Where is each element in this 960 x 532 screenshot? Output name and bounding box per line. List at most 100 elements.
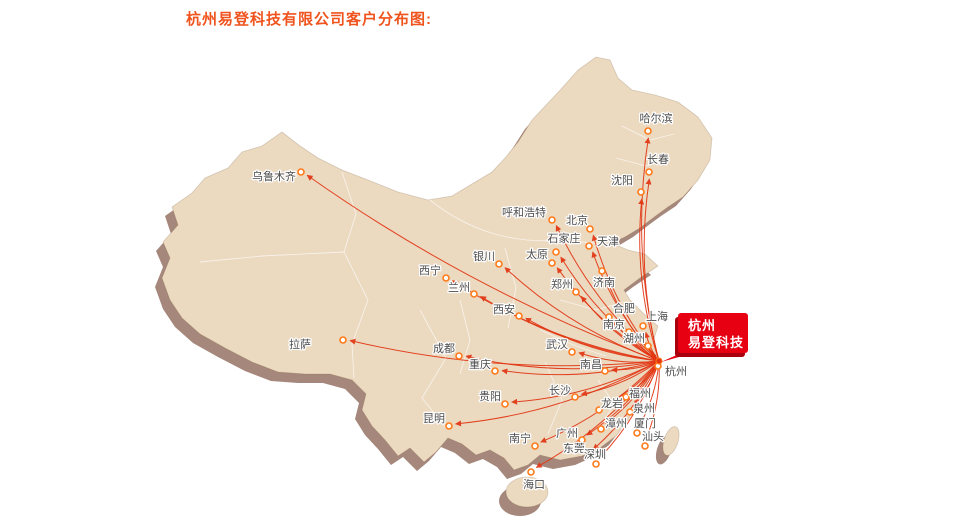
city-label: 南宁 [509,431,531,445]
city-label: 昆明 [423,412,445,425]
city-银川: 银川 [472,248,503,268]
flight-lines-layer [306,137,660,468]
city-marker [552,248,560,256]
city-label: 呼和浩特 [502,205,546,219]
city-label: 杭州 [665,364,687,378]
city-label: 济南 [593,275,615,289]
city-marker [515,312,523,320]
flight-line [465,354,660,370]
flight-line [525,317,660,362]
city-label: 拉萨 [289,337,311,351]
city-label: 南昌 [580,358,602,371]
city-marker [571,393,579,401]
city-福州: 福州 [622,385,652,401]
city-南昌: 南昌 [579,357,609,375]
city-marker [548,259,556,267]
city-marker [527,468,535,476]
city-label: 重庆 [469,357,491,371]
city-深圳: 深圳 [583,447,607,468]
city-南宁: 南宁 [508,430,539,450]
page-title: 杭州易登科技有限公司客户分布图: [186,11,432,28]
city-label: 漳州 [605,416,627,430]
city-上海: 上海 [639,308,669,330]
city-marker [495,260,503,268]
flight-line [586,360,660,436]
flight-line [501,360,660,376]
city-label: 天津 [597,235,619,248]
city-label: 兰州 [448,281,470,294]
city-marker [586,225,594,233]
city-marker [501,400,509,408]
city-marker [626,408,634,416]
city-label: 乌鲁木齐 [252,169,296,183]
city-marker [491,367,499,375]
city-marker [572,288,580,296]
city-marker [445,422,453,430]
city-label: 龙岩 [601,396,623,410]
city-label: 武汉 [546,338,568,351]
city-label: 合肥 [613,301,635,315]
city-拉萨: 拉萨 [288,336,347,352]
city-marker [592,460,600,468]
flight-line [638,198,660,362]
city-label: 厦门 [634,416,656,430]
city-marker [531,442,539,450]
city-长沙: 长沙 [548,383,579,401]
city-label: 广州 [556,427,578,440]
flight-line [599,360,660,459]
city-label: 长春 [647,153,669,166]
flight-line [555,225,660,362]
city-厦门: 厦门 [633,415,657,437]
city-marker [601,367,609,375]
city-哈尔滨: 哈尔滨 [638,110,674,135]
badge-background [678,313,748,353]
city-西宁: 西宁 [418,262,450,282]
china-mainland-shape [161,56,713,471]
hub-marker [655,357,663,365]
city-label: 东莞 [563,442,585,455]
cities-layer: 乌鲁木齐哈尔滨长春沈阳呼和浩特北京天津石家庄太原银川济南郑州西宁兰州西安合肥上海… [251,110,689,493]
city-label: 郑州 [551,277,573,291]
city-北京: 北京 [565,212,594,233]
city-marker [470,290,478,298]
city-石家庄: 石家庄 [546,230,582,256]
company-badge: 杭州 易登科技 [661,313,748,362]
hainan-island [505,476,549,508]
city-label: 海口 [523,477,545,491]
city-label: 汕头 [642,430,664,443]
city-marker [297,168,305,176]
city-长春: 长春 [645,152,670,176]
flight-line [306,174,660,362]
flight-line [578,351,660,363]
city-太原: 太原 [525,247,556,267]
flight-line [643,178,660,362]
flight-line [540,360,660,443]
city-沈阳: 沈阳 [610,172,645,196]
city-marker [645,168,653,176]
city-label: 北京 [566,213,588,227]
flight-line [535,360,660,468]
city-杭州: 杭州 [654,362,688,379]
city-乌鲁木齐: 乌鲁木齐 [251,168,305,184]
city-广州: 广州 [555,426,586,444]
city-marker [633,429,641,437]
city-marker [644,342,652,350]
city-marker [585,242,593,250]
city-label: 沈阳 [611,173,633,187]
city-label: 长沙 [549,384,571,397]
city-呼和浩特: 呼和浩特 [501,204,556,224]
flight-line [504,267,660,362]
city-兰州: 兰州 [447,280,478,298]
city-label: 泉州 [633,401,655,415]
city-label: 银川 [473,249,495,263]
flight-line [455,360,660,427]
city-marker [644,127,652,135]
flight-line [605,360,660,425]
city-marker [598,267,606,275]
city-marker [548,216,556,224]
city-marker [578,436,586,444]
city-贵阳: 贵阳 [478,389,509,408]
taiwan-island [662,426,680,456]
